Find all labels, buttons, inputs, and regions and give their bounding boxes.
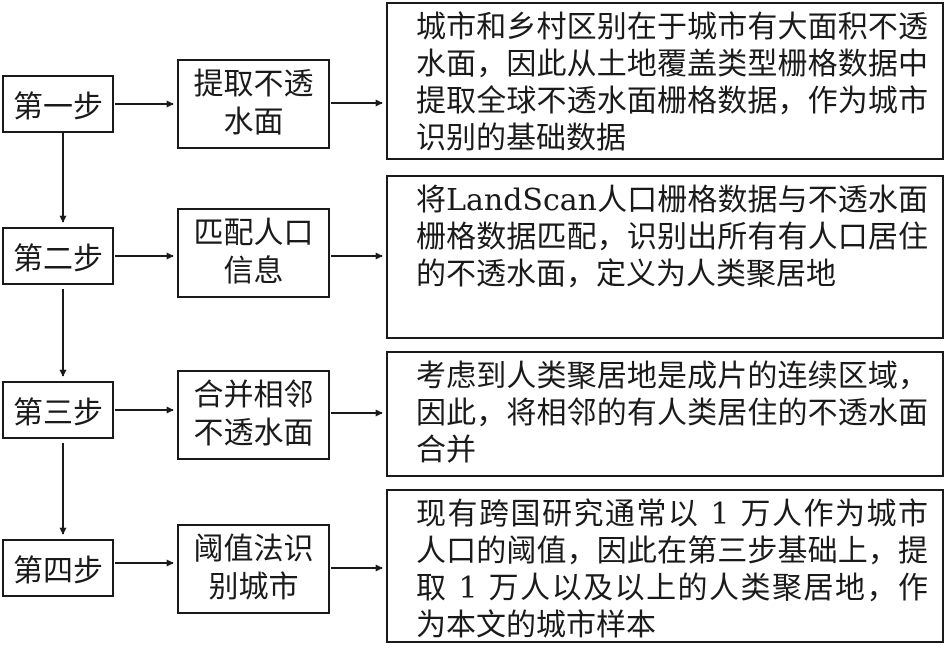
step-1-description-box: 城市和乡村区别在于城市有大面积不透水面，因此从土地覆盖类型栅格数据中提取全球不透… bbox=[386, 2, 944, 160]
step-2-action-text: 匹配人口信息 bbox=[193, 216, 314, 289]
step-3-action-text: 合并相邻不透水面 bbox=[193, 378, 314, 451]
step-4-box: 第四步 bbox=[2, 539, 114, 597]
step-2-action-box: 匹配人口信息 bbox=[177, 208, 330, 298]
step-2-description-box: 将LandScan人口栅格数据与不透水面栅格数据匹配，识别出所有有人口居住的不透… bbox=[386, 175, 944, 339]
step-2-box: 第二步 bbox=[2, 227, 114, 285]
step-3-description-box: 考虑到人类聚居地是成片的连续区域，因此，将相邻的有人类居住的不透水面合并 bbox=[386, 351, 944, 477]
step-4-action-box: 阈值法识别城市 bbox=[177, 524, 330, 614]
step-1-box: 第一步 bbox=[2, 75, 114, 133]
step-1-action-text: 提取不透水面 bbox=[193, 67, 314, 140]
step-3-box: 第三步 bbox=[2, 381, 114, 439]
step-1-action-box: 提取不透水面 bbox=[177, 59, 330, 149]
step-3-action-box: 合并相邻不透水面 bbox=[177, 370, 330, 460]
step-4-description-box: 现有跨国研究通常以 1 万人作为城市人口的阈值，因此在第三步基础上，提取 1 万… bbox=[386, 489, 944, 643]
step-4-action-text: 阈值法识别城市 bbox=[193, 532, 314, 605]
